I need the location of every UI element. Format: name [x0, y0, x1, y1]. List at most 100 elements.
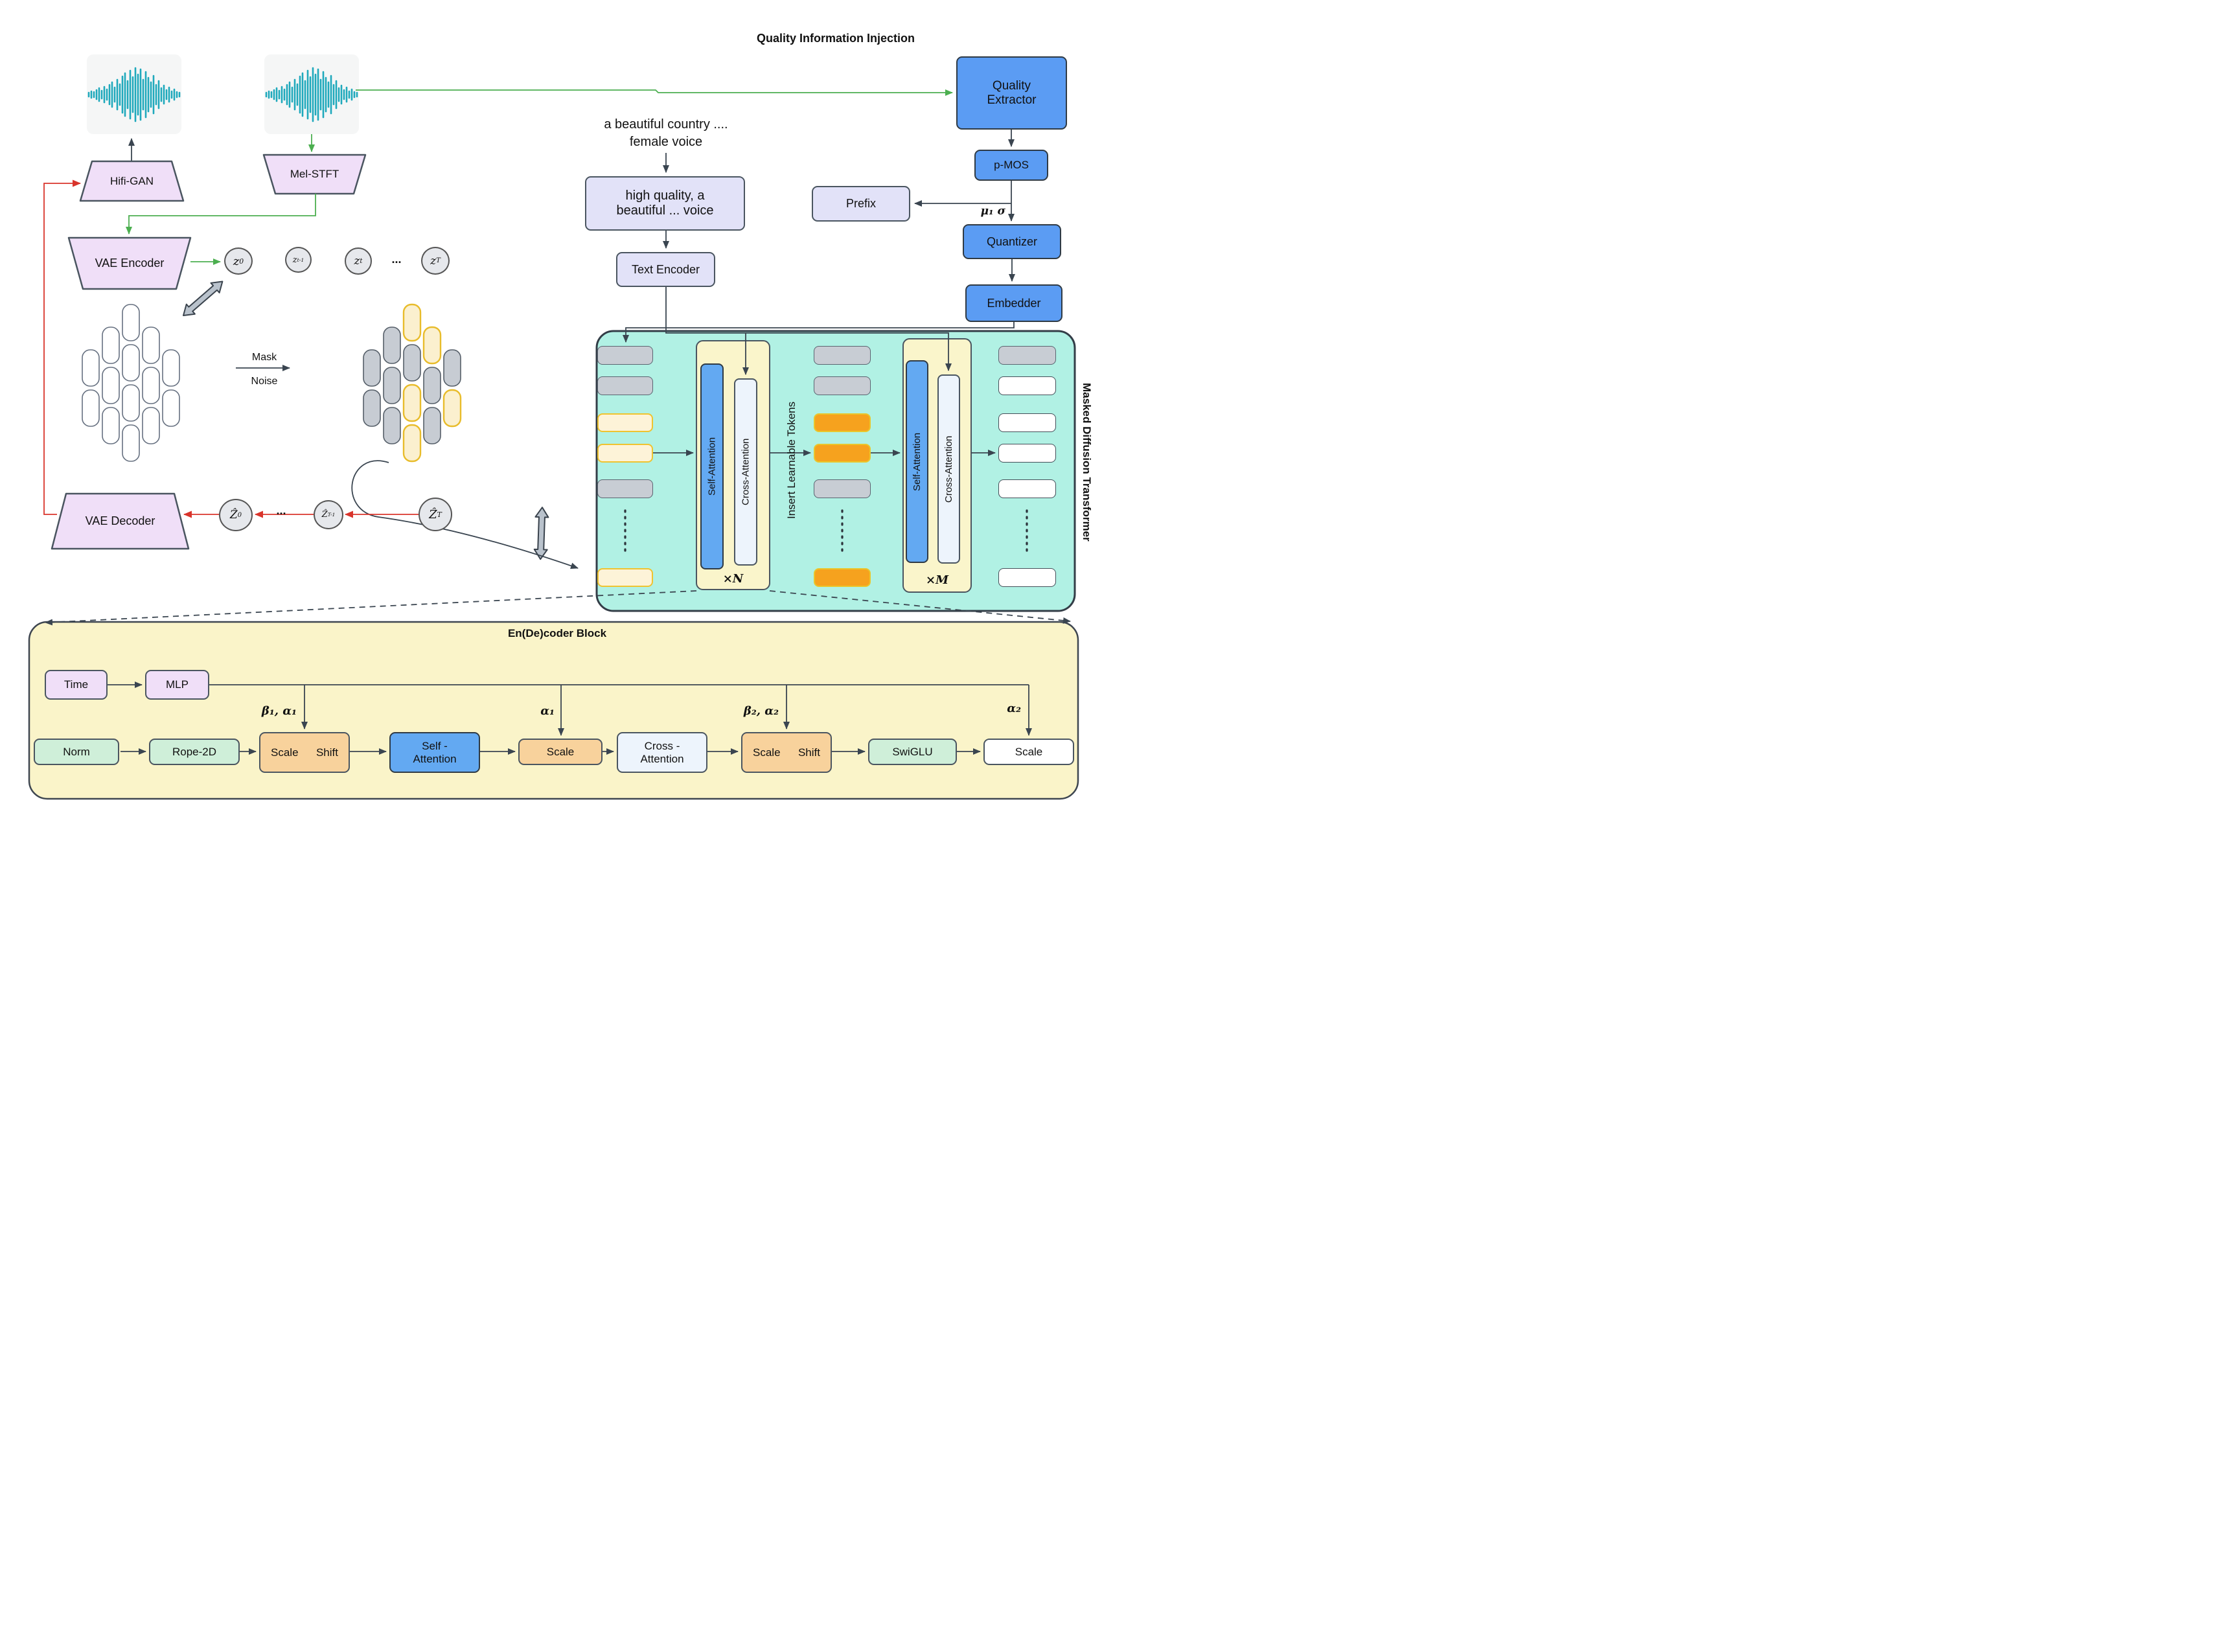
latent-z0-base: z: [233, 254, 240, 268]
embedder-to-token-arrow: [623, 322, 1015, 343]
text-encoder-box: Text Encoder: [616, 252, 715, 287]
mlp-box: MLP: [145, 670, 209, 700]
mid-token-gray-2: [814, 376, 871, 395]
output-token-gray: [998, 346, 1056, 365]
quality-extractor-box: Quality Extractor: [956, 56, 1067, 130]
latent-zT-base: z: [430, 254, 437, 268]
decode-bidirectional-arrow: [508, 500, 575, 567]
scale-shift-2-shift: Shift: [798, 746, 820, 759]
decoder-cross-attention-bar: Cross-Attention: [937, 374, 960, 564]
token-ellipsis-dots: [624, 509, 1028, 553]
input-token-masked-1: [597, 413, 653, 432]
endecoder-block-title: En(De)coder Block: [507, 627, 607, 640]
text-prompt-line2: female voice: [629, 134, 703, 149]
latent-z0-sub: 0: [239, 257, 244, 266]
red-connectors: [43, 179, 419, 518]
output-token-4: [998, 479, 1056, 498]
waveform-1-background: [87, 54, 181, 134]
scale-1-box: Scale: [518, 739, 603, 765]
latent-zhat0-sub: 0: [237, 511, 242, 519]
input-token-unmasked-2: [597, 479, 653, 498]
latent-zt-1-base: z: [292, 255, 297, 265]
output-token-3: [998, 444, 1056, 463]
latent-zhatT-sub: T: [437, 510, 442, 519]
times-m-label: ×M: [925, 573, 948, 587]
learnable-token-3: [814, 568, 871, 587]
audio-waveform-icon: [87, 67, 181, 122]
scale-shift-1-shift: Shift: [316, 746, 338, 759]
mel-stft-label: Mel-STFT: [290, 168, 339, 181]
encoder-cross-attention-bar: Cross-Attention: [734, 378, 757, 566]
times-n-label: ×N: [722, 571, 744, 586]
noise-bidirectional-arrow: [270, 604, 336, 671]
quality-extractor-line1: Quality: [992, 78, 1031, 93]
encoder-self-attention-bar: Self-Attention: [700, 363, 724, 569]
decoder-self-attention-bar: Self-Attention: [906, 360, 928, 563]
quality-injection-title: Quality Information Injection: [756, 31, 915, 45]
swiglu-box: SwiGLU: [868, 739, 957, 765]
learnable-token-2: [814, 444, 871, 463]
input-token-unmasked: [597, 376, 653, 395]
prefix-box: Prefix: [812, 186, 910, 222]
scale-shift-2-box: Scale Shift: [741, 732, 832, 773]
latent-zt-1-sub: t-1: [297, 257, 304, 263]
cross-attention-box: Cross - Attention: [617, 732, 707, 773]
textencoder-to-crossattn1-arrow: [665, 287, 749, 375]
audio-waveform-icon: [265, 67, 358, 122]
latent-zt-sub: t: [360, 257, 363, 265]
norm-box: Norm: [34, 739, 119, 765]
zoom-callout-dashed-left: [45, 590, 697, 626]
quality-prompt-box: high quality, a beautiful ... voice: [585, 176, 745, 231]
green-connectors: [126, 89, 953, 265]
mid-token-gray-1: [814, 346, 871, 365]
alpha2-label: α₂: [1007, 701, 1021, 715]
zoom-callout-dashed-right: [769, 590, 1071, 624]
latent-zhatT-1-base: Ẑ: [321, 510, 328, 520]
latent-zT-sub: T: [436, 257, 441, 264]
scale-shift-1-scale: Scale: [271, 746, 299, 759]
quantizer-box: Quantizer: [963, 224, 1061, 259]
masked-diffusion-transformer-label: Masked Diffusion Transformer: [1080, 382, 1093, 542]
self-attention-box: Self - Attention: [389, 732, 480, 773]
diagram-canvas: Quality Information Injection Hifi-GAN M…: [0, 0, 1120, 826]
embedder-box: Embedder: [965, 284, 1062, 322]
self-attention-line1: Self -: [422, 739, 448, 752]
noised-latents-to-mdt-arrow: [351, 460, 579, 569]
clean-latent-patch-stack: [82, 304, 180, 462]
output-token-5: [998, 568, 1056, 587]
mid-token-gray-3: [814, 479, 871, 498]
text-prompt-line1: a beautiful country ....: [604, 117, 728, 132]
scale-2-box: Scale: [983, 739, 1074, 765]
waveform-2-background: [264, 54, 359, 134]
insert-learnable-tokens-label: Insert Learnable Tokens: [785, 401, 798, 519]
time-box: Time: [45, 670, 108, 700]
hifi-gan-label: Hifi-GAN: [109, 174, 154, 187]
input-token-quality: [597, 346, 653, 365]
quality-prompt-line1: high quality, a: [625, 189, 705, 203]
beta2-alpha2-label: β₂, α₂: [743, 704, 779, 718]
learnable-token-1: [814, 413, 871, 432]
output-token-2: [998, 413, 1056, 432]
latent-zhatT-base: Ẑ: [429, 507, 437, 522]
latent-zhat0-base: Ẑ: [229, 509, 238, 522]
latent-hat-row-ellipsis: ...: [276, 503, 286, 517]
scale-shift-2-scale: Scale: [753, 746, 781, 759]
latent-row-ellipsis: ...: [391, 252, 402, 266]
beta1-alpha1-label: β₁, α₁: [261, 704, 297, 718]
alpha1-label: α₁: [540, 704, 555, 718]
vaedecoder-to-hifigan-feedback-arrow: [43, 179, 81, 515]
noise-label: Noise: [251, 375, 278, 387]
vae-decoder-label: VAE Decoder: [85, 514, 155, 528]
vae-encoder-label: VAE Encoder: [95, 257, 165, 270]
scale-shift-1-box: Scale Shift: [259, 732, 350, 773]
mask-label: Mask: [251, 351, 277, 363]
cross-attention-line1: Cross -: [644, 739, 680, 752]
mu-sigma-label: μ₁ σ: [980, 205, 1005, 218]
self-attention-line2: Attention: [413, 752, 457, 765]
